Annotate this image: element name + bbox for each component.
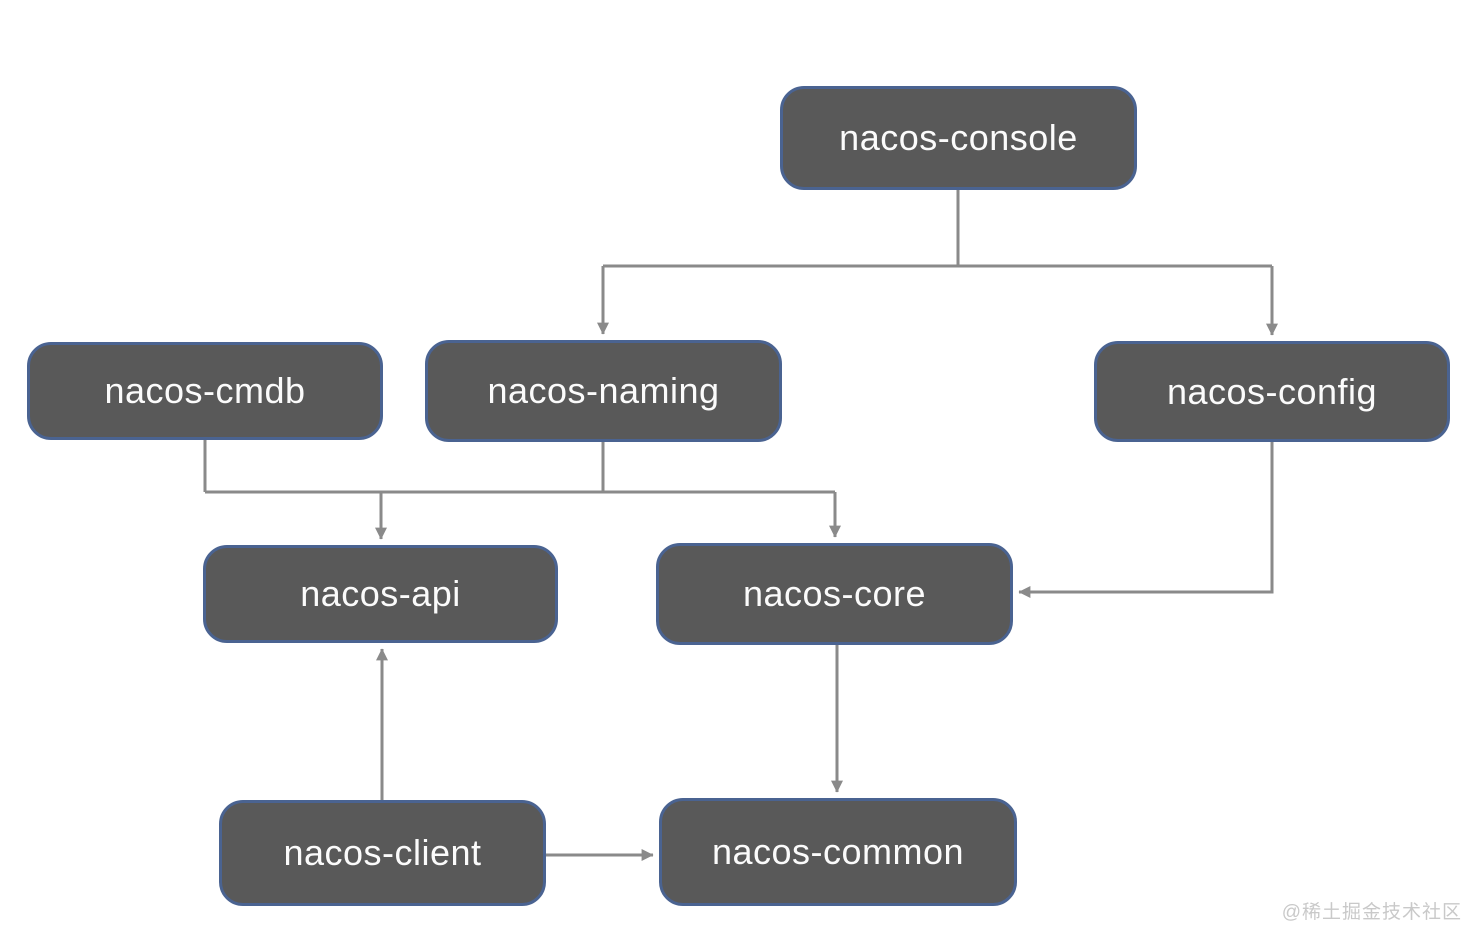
node-label: nacos-api [300, 573, 461, 614]
node-label: nacos-config [1166, 370, 1378, 412]
watermark: @稀土掘金技术社区 [1281, 902, 1462, 923]
node-nacos-api: nacos-api [203, 545, 558, 643]
node-nacos-client: nacos-client [219, 800, 546, 906]
node-label: nacos-client [283, 832, 482, 873]
node-label: nacos-core [742, 573, 927, 614]
node-label: nacos-console [839, 117, 1078, 158]
node-nacos-config: nacos-config [1094, 341, 1450, 442]
edge-config-to-core [1018, 442, 1274, 598]
node-nacos-core: nacos-core [656, 543, 1013, 645]
node-nacos-cmdb: nacos-cmdb [27, 342, 383, 440]
node-nacos-console: nacos-console [780, 86, 1137, 190]
node-label: nacos-common [711, 831, 965, 872]
node-label: nacos-naming [487, 370, 720, 411]
node-nacos-naming: nacos-naming [425, 340, 782, 442]
node-label: nacos-cmdb [104, 370, 306, 411]
node-nacos-common: nacos-common [659, 798, 1017, 906]
